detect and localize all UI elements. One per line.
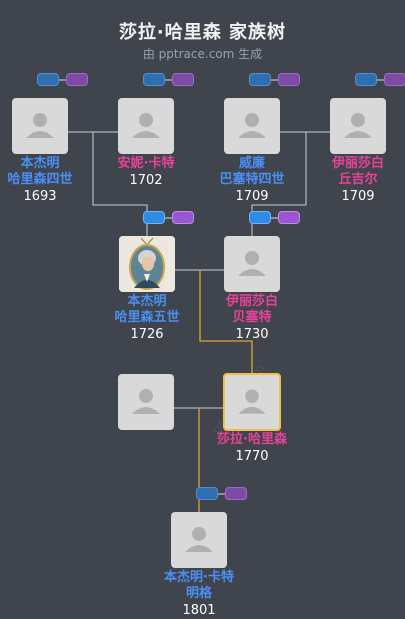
person-card-p1[interactable] [12,98,68,154]
person-card-p2[interactable] [118,98,174,154]
page-title: 莎拉·哈里森 家族树 [118,22,287,43]
person-silhouette-icon [344,113,372,138]
show-mother-button-p5[interactable] [172,211,194,224]
person-silhouette-icon [132,113,160,138]
person-birth-year: 1693 [23,189,57,204]
person-birth-year: 1709 [235,189,269,204]
show-father-button-p3[interactable] [249,73,271,86]
show-father-button-p4[interactable] [355,73,377,86]
show-mother-button-p6[interactable] [278,211,300,224]
person-name-line-1: 伊丽莎白 [225,294,278,309]
parent-button-connector [165,217,172,219]
person-name-line-1: 伊丽莎白 [331,156,384,171]
person-birth-year: 1730 [235,327,269,342]
person-birth-year: 1801 [182,603,216,618]
person-name-line-1: 安妮·卡特 [117,156,175,171]
person-name-line-1: 威廉 [238,156,265,171]
person-silhouette-icon [238,113,266,138]
person-birth-year: 1726 [130,327,164,342]
show-father-button-p1[interactable] [37,73,59,86]
show-mother-button-p3[interactable] [278,73,300,86]
parent-button-connector [218,493,225,495]
show-father-button-p2[interactable] [143,73,165,86]
person-name-line-1: 莎拉·哈里森 [217,432,287,447]
person-name-line-2: 丘吉尔 [338,172,378,187]
person-card-p9[interactable] [171,512,227,568]
portrait-photo [119,236,175,292]
person-name-line-2: 明格 [185,586,212,601]
person-card-p7[interactable] [118,374,174,430]
person-birth-year: 1770 [235,449,269,464]
person-silhouette-icon [185,527,213,552]
person-card-p4[interactable] [330,98,386,154]
person-name-line-1: 本杰明 [127,294,167,309]
person-silhouette-icon [238,251,266,276]
parent-button-connector [271,79,278,81]
person-card-p3[interactable] [224,98,280,154]
person-name-line-2: 巴塞特四世 [219,172,285,187]
show-father-button-p5[interactable] [143,211,165,224]
parent-button-connector [59,79,66,81]
person-card-p5[interactable] [119,236,175,292]
show-mother-button-p2[interactable] [172,73,194,86]
person-card-p6[interactable] [224,236,280,292]
person-birth-year: 1709 [341,189,375,204]
person-name-line-1: 本杰明 [20,156,60,171]
person-name-line-2: 贝塞特 [232,310,272,325]
show-father-button-p9[interactable] [196,487,218,500]
show-mother-button-p4[interactable] [384,73,405,86]
show-father-button-p6[interactable] [249,211,271,224]
person-card-p8-selected[interactable] [223,373,281,431]
person-name-line-2: 哈里森四世 [7,172,73,187]
parent-link-p5p6-p8 [199,270,253,374]
person-name-line-2: 哈里森五世 [114,310,180,325]
show-mother-button-p1[interactable] [66,73,88,86]
parent-button-connector [271,217,278,219]
parent-button-connector [377,79,384,81]
person-birth-year: 1702 [129,173,163,188]
person-name-line-1: 本杰明·卡特 [164,570,234,585]
person-silhouette-icon [26,113,54,138]
person-silhouette-icon [132,389,160,414]
parent-button-connector [165,79,172,81]
page-subtitle: 由 pptrace.com 生成 [142,47,263,61]
person-silhouette-icon [238,389,266,414]
show-mother-button-p9[interactable] [225,487,247,500]
